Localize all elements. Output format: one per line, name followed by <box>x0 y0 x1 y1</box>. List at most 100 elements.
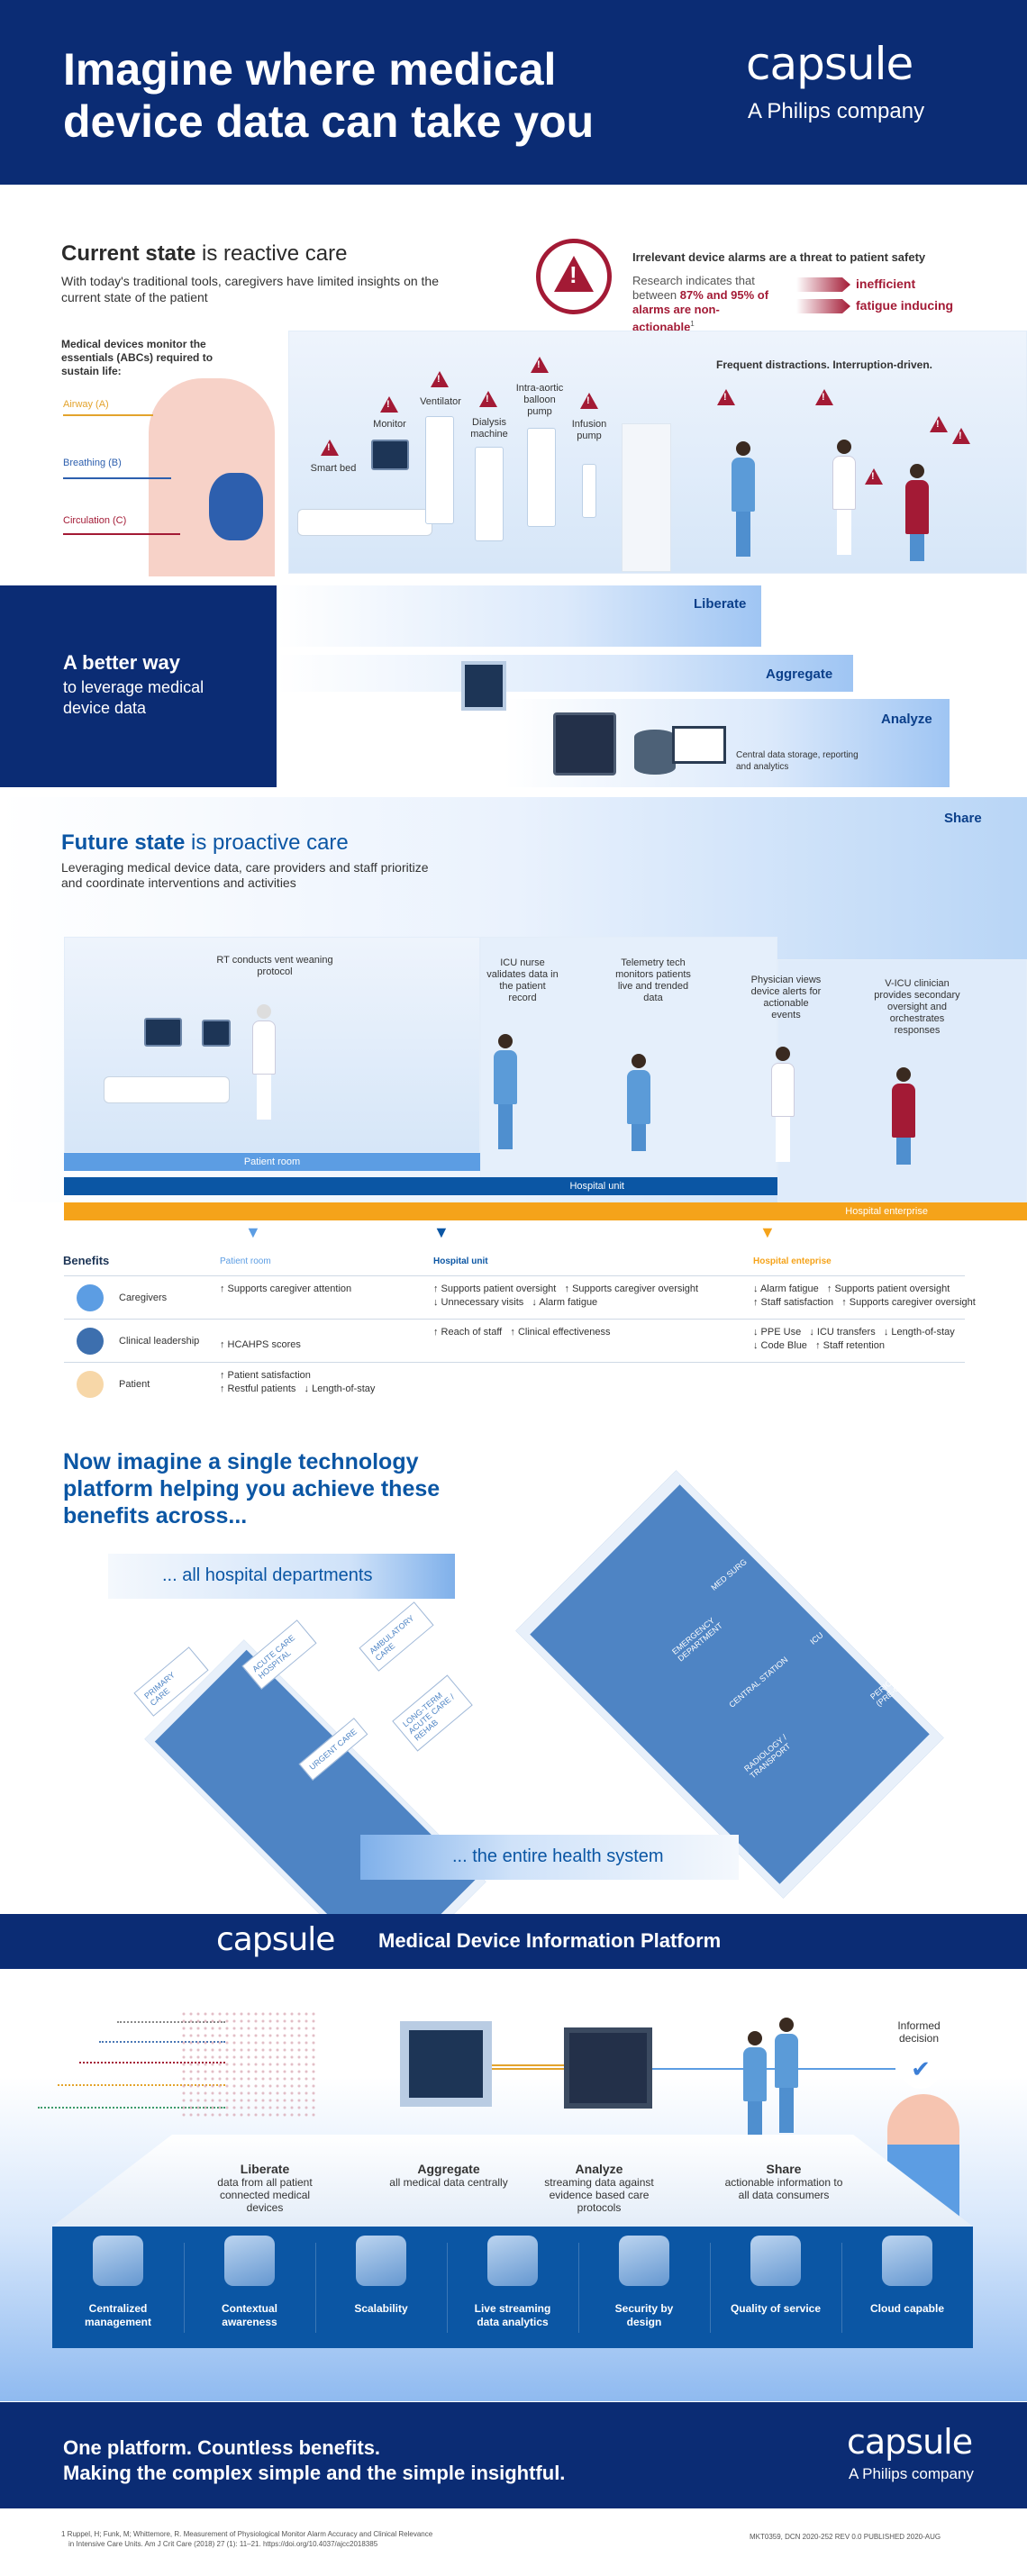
benefits-col-enterprise: Hospital enteprise <box>753 1256 832 1266</box>
current-state-subtitle: With today's traditional tools, caregive… <box>61 274 439 304</box>
device-iabp: Intra-aortic balloon pump <box>515 383 564 417</box>
feature-divider <box>841 2243 842 2333</box>
arrow-hospital-unit: ▼ <box>433 1223 450 1241</box>
aggregate-band <box>277 655 853 692</box>
benefit-enterprise: ↓ Code Blue ↑ Staff retention <box>753 1340 885 1351</box>
abc-airway: Airway (A) <box>63 399 109 410</box>
database-icon <box>634 730 676 775</box>
device-dialysis: Dialysis machine <box>470 417 508 440</box>
platform-step: Share actionable information to all data… <box>724 2162 843 2201</box>
warning-icon <box>531 357 549 373</box>
infusion-pump <box>582 464 596 518</box>
data-particles <box>180 2010 315 2118</box>
platform-top <box>52 2135 973 2227</box>
warning-icon <box>865 468 883 485</box>
circulation-line <box>63 533 180 535</box>
role-physician: Physician views device alerts for action… <box>750 975 822 1020</box>
avatar <box>77 1284 104 1311</box>
benefit-enterprise: ↓ Alarm fatigue ↑ Supports patient overs… <box>753 1283 950 1294</box>
device-infusion: Infusion pump <box>571 419 607 441</box>
effect-inefficient: inefficient <box>856 277 916 291</box>
warning-icon <box>380 396 398 413</box>
avatar <box>77 1371 104 1398</box>
future-state-subtitle: Leveraging medical device data, care pro… <box>61 860 429 890</box>
rt-figure <box>252 1004 276 1120</box>
warning-icon <box>930 416 948 432</box>
distractions-label: Frequent distractions. Interruption-driv… <box>716 358 933 371</box>
capsule-logo: capsule <box>746 38 913 90</box>
clinician-group <box>743 2031 767 2146</box>
informed-decision-label: Informed decision <box>897 2019 941 2045</box>
warning-icon <box>479 391 497 407</box>
alarm-icon: ! <box>536 239 612 314</box>
level-hospital-enterprise: Hospital enterprise <box>64 1202 1027 1220</box>
benefits-divider <box>64 1275 965 1276</box>
feature-6: Cloud capable <box>841 2236 973 2316</box>
page-title: Imagine where medical device data can ta… <box>63 44 595 147</box>
feature-3: Live streaming data analytics <box>447 2236 578 2329</box>
dialysis-device <box>475 447 504 541</box>
benefit-room: ↑ HCAHPS scores <box>220 1339 301 1350</box>
analyzer-chip <box>564 2027 652 2109</box>
platform-step: Analyze streaming data against evidence … <box>544 2162 654 2214</box>
current-state-title: Current state is reactive care <box>61 241 348 266</box>
benefit-row-label: Clinical leadership <box>119 1336 200 1347</box>
feature-icon <box>487 2236 538 2286</box>
benefit-room: ↑ Patient satisfaction <box>220 1370 311 1381</box>
analytics-monitor-icon <box>672 726 726 764</box>
feature-5: Quality of service <box>710 2236 841 2316</box>
better-way-subtitle: to leverage medical device data <box>63 678 204 717</box>
header: Imagine where medical device data can ta… <box>0 0 1027 185</box>
benefit-enterprise: ↑ Staff satisfaction ↑ Supports caregive… <box>753 1297 976 1308</box>
abc-intro: Medical devices monitor the essentials (… <box>61 338 214 377</box>
lungs-icon <box>209 473 263 540</box>
feature-1: Contextual awareness <box>184 2236 315 2329</box>
device-ventilator: Ventilator <box>420 396 461 407</box>
benefits-divider <box>64 1362 965 1363</box>
logo-subtitle: A Philips company <box>849 2465 974 2482</box>
benefits-col-unit: Hospital unit <box>433 1256 488 1266</box>
feature-icon <box>750 2236 801 2286</box>
feature-icon <box>356 2236 406 2286</box>
benefit-room: ↑ Supports caregiver attention <box>220 1283 352 1294</box>
liberate-label: Liberate <box>694 596 747 612</box>
warning-icon <box>815 389 833 405</box>
check-icon: ✔ <box>901 2049 941 2089</box>
analyze-label: Analyze <box>881 712 932 727</box>
nurse-figure <box>732 441 755 557</box>
arrow-patient-room: ▼ <box>245 1223 261 1241</box>
research-text: Research indicates that between 87% and … <box>632 274 769 334</box>
facility-sign: Long-term acute care / rehab <box>392 1674 473 1752</box>
role-rt: RT conducts vent weaning protocol <box>216 955 333 977</box>
data-flow-line <box>492 2064 564 2070</box>
aggregator-device <box>400 2021 492 2107</box>
level-patient-room: Patient room <box>64 1153 480 1171</box>
role-telemetry: Telemetry tech monitors patients live an… <box>615 957 691 1003</box>
feature-icon <box>224 2236 275 2286</box>
role-vicu: V-ICU clinician provides secondary overs… <box>874 978 960 1036</box>
icu-nurse-figure <box>494 1034 517 1149</box>
platform-banner: capsule Medical Device Information Platf… <box>0 1914 1027 1969</box>
imagine-heading: Now imagine a single technology platform… <box>63 1449 441 1528</box>
benefit-unit: ↑ Reach of staff ↑ Clinical effectivenes… <box>433 1327 611 1338</box>
logo-subtitle: A Philips company <box>748 99 925 123</box>
platform-title: Medical Device Information Platform <box>378 1929 722 1952</box>
benefits-divider <box>64 1319 965 1320</box>
benefit-room: ↑ Restful patients ↓ Length-of-stay <box>220 1383 376 1394</box>
future-state-title: Future state is proactive care <box>61 830 349 855</box>
data-line-yellow <box>58 2084 225 2086</box>
feature-divider <box>315 2243 316 2333</box>
benefit-row-label: Patient <box>119 1379 150 1390</box>
benefit-unit: ↑ Supports patient oversight ↑ Supports … <box>433 1283 699 1294</box>
benefits-heading: Benefits <box>63 1254 110 1267</box>
platform-step: Aggregate all medical data centrally <box>389 2162 508 2189</box>
effect-fatigue: fatigue inducing <box>856 298 954 313</box>
benefits-col-room: Patient room <box>220 1256 271 1266</box>
airway-line <box>63 414 153 416</box>
feature-2: Scalability <box>315 2236 447 2316</box>
device-monitor: Monitor <box>373 419 406 430</box>
feature-icon <box>619 2236 669 2286</box>
capsule-logo: capsule <box>847 2422 973 2462</box>
footnote: 1 Ruppel, H; Funk, M; Whittemore, R. Mea… <box>61 2530 433 2548</box>
vicu-clinician-figure <box>892 1067 915 1165</box>
